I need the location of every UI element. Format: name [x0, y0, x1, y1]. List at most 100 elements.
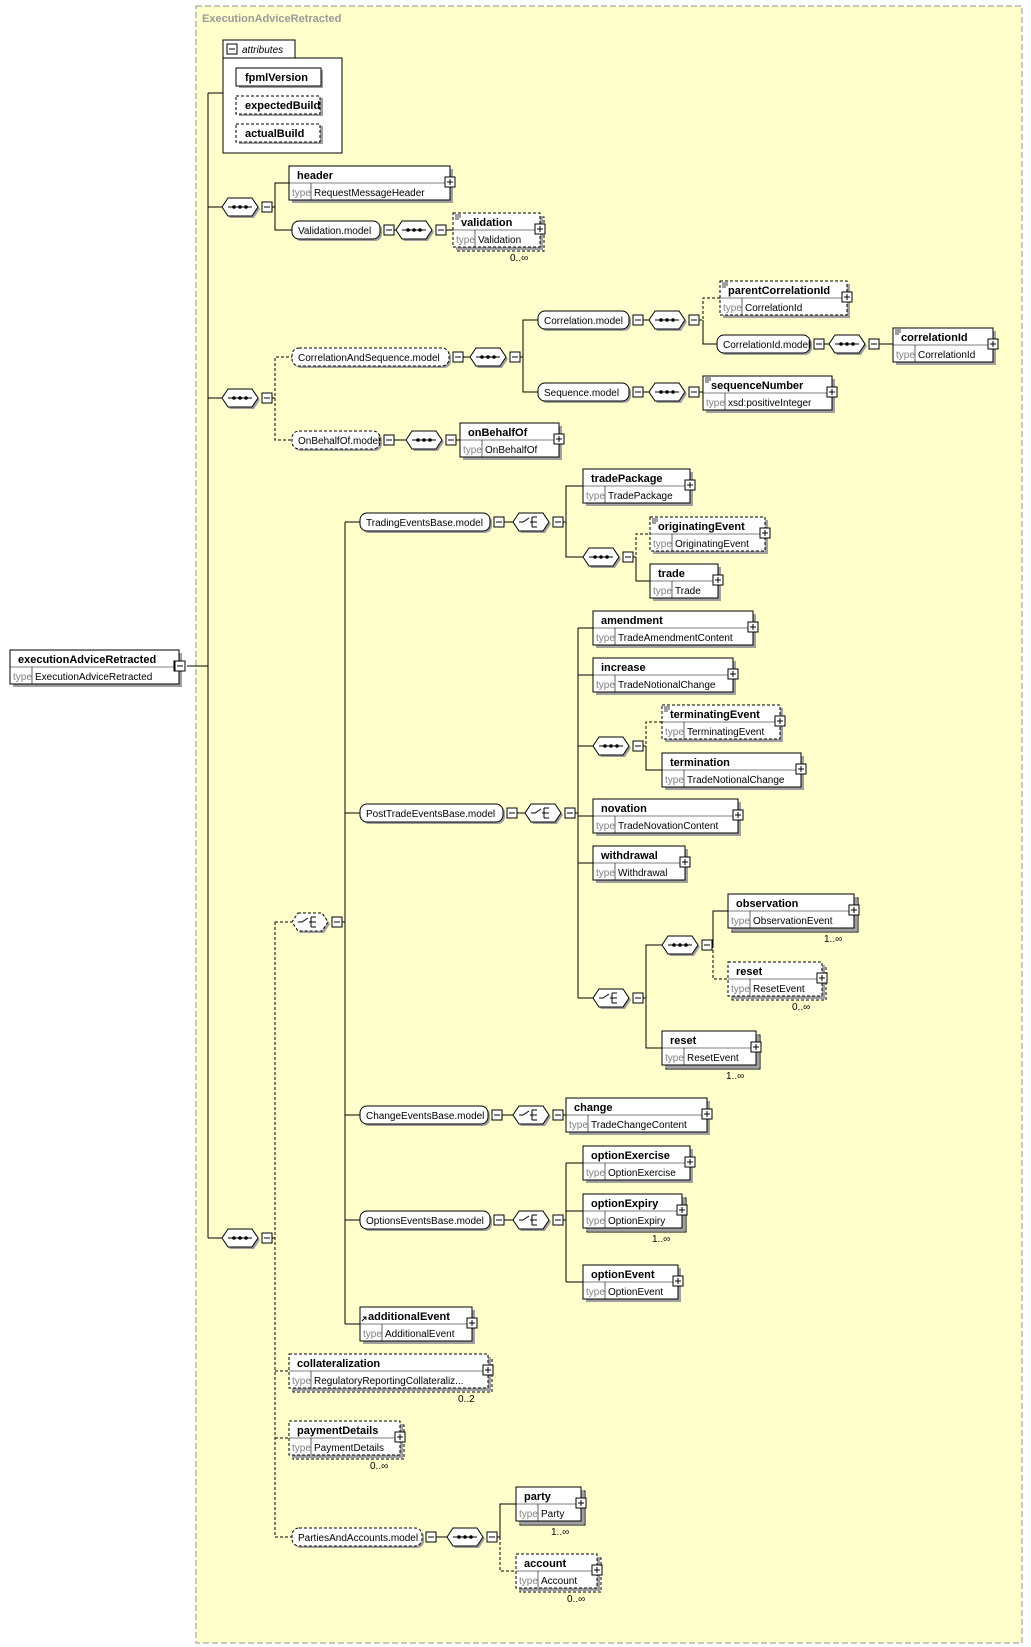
- collapse-compositor-icon[interactable]: [261, 201, 273, 213]
- collapse-group-icon[interactable]: [493, 1214, 505, 1226]
- expand-novation-icon[interactable]: [732, 809, 744, 821]
- expand-terminatingEvent-icon[interactable]: [774, 715, 786, 727]
- collapse-root-icon[interactable]: [174, 660, 186, 672]
- collapse-compositor-icon[interactable]: [445, 434, 457, 446]
- collapse-compositor-icon[interactable]: [688, 386, 700, 398]
- expand-correlationId-icon[interactable]: [987, 338, 999, 350]
- sequence-compositor-icon[interactable]: [221, 388, 260, 409]
- collapse-compositor-icon[interactable]: [486, 1531, 498, 1543]
- collapse-group-icon[interactable]: [452, 351, 464, 363]
- collapse-compositor-icon[interactable]: [632, 992, 644, 1004]
- sequence-compositor-icon[interactable]: [661, 935, 700, 956]
- sequence-compositor-icon[interactable]: [446, 1527, 485, 1548]
- collapse-compositor-icon[interactable]: [564, 807, 576, 819]
- expand-sequenceNumber-icon[interactable]: [826, 386, 838, 398]
- collapse-compositor-icon[interactable]: [688, 314, 700, 326]
- collapse-attributes-icon[interactable]: [226, 43, 238, 55]
- expand-additionalEvent-icon[interactable]: [466, 1317, 478, 1329]
- expand-trade-icon[interactable]: [712, 574, 724, 586]
- collapse-group-icon[interactable]: [813, 338, 825, 350]
- expand-header-icon[interactable]: [444, 176, 456, 188]
- collapse-group-icon[interactable]: [425, 1531, 437, 1543]
- sequence-compositor-icon[interactable]: [648, 382, 687, 403]
- collapse-compositor-icon[interactable]: [701, 939, 713, 951]
- sequence-compositor-icon[interactable]: [395, 220, 434, 241]
- collapse-group-icon[interactable]: [383, 434, 395, 446]
- sequence-compositor-icon[interactable]: [648, 310, 687, 331]
- sequence-compositor-icon[interactable]: [592, 736, 631, 757]
- collapse-compositor-icon[interactable]: [261, 392, 273, 404]
- expand-parentCorrelationId-icon[interactable]: [841, 291, 853, 303]
- attribute-expectedBuild[interactable]: expectedBuild: [235, 95, 323, 116]
- expand-change-icon[interactable]: [701, 1108, 713, 1120]
- choice-compositor-icon[interactable]: [524, 803, 563, 824]
- choice-compositor-icon[interactable]: [291, 912, 330, 933]
- collapse-group-icon[interactable]: [491, 1109, 503, 1121]
- group-PostTradeEventsBase.model[interactable]: PostTradeEventsBase.model: [359, 803, 505, 824]
- group-CorrelationId.model[interactable]: CorrelationId.model: [716, 334, 812, 355]
- expand-optionExercise-icon[interactable]: [684, 1156, 696, 1168]
- expand-collateralization-icon[interactable]: [482, 1364, 494, 1376]
- expand-tradePackage-icon[interactable]: [684, 479, 696, 491]
- sequence-compositor-icon[interactable]: [405, 430, 444, 451]
- expand-withdrawal-icon[interactable]: [679, 856, 691, 868]
- collapse-compositor-icon[interactable]: [868, 338, 880, 350]
- expand-paymentDetails-icon[interactable]: [394, 1431, 406, 1443]
- collapse-compositor-icon[interactable]: [509, 351, 521, 363]
- collapse-group-icon[interactable]: [632, 314, 644, 326]
- collapse-group-icon[interactable]: [493, 516, 505, 528]
- collapse-compositor-icon[interactable]: [331, 916, 343, 928]
- group-Sequence.model[interactable]: Sequence.model: [537, 382, 631, 403]
- collapse-compositor-icon[interactable]: [552, 1109, 564, 1121]
- sequence-compositor-icon[interactable]: [221, 197, 260, 218]
- sequence-compositor-icon[interactable]: [582, 547, 621, 568]
- choice-compositor-icon[interactable]: [512, 1210, 551, 1231]
- expand-termination-icon[interactable]: [795, 763, 807, 775]
- choice-compositor-icon[interactable]: [512, 1105, 551, 1126]
- expand-amendment-icon[interactable]: [747, 621, 759, 633]
- expand-observation-icon[interactable]: [848, 904, 860, 916]
- group-Correlation.model[interactable]: Correlation.model: [537, 310, 631, 331]
- collapse-compositor-icon[interactable]: [552, 1214, 564, 1226]
- attribute-fpmlVersion[interactable]: fpmlVersion: [235, 67, 323, 88]
- attribute-actualBuild[interactable]: actualBuild: [235, 123, 323, 144]
- expand-validation-icon[interactable]: [534, 223, 546, 235]
- expand-party-icon[interactable]: [575, 1497, 587, 1509]
- sequence-compositor-icon[interactable]: [221, 1228, 260, 1249]
- collapse-compositor-icon[interactable]: [435, 224, 447, 236]
- expand-reset-icon[interactable]: [750, 1041, 762, 1053]
- group-ChangeEventsBase.model[interactable]: ChangeEventsBase.model: [359, 1105, 490, 1126]
- expand-optionExpiry-icon[interactable]: [676, 1204, 688, 1216]
- expand-reset-icon[interactable]: [816, 972, 828, 984]
- collapse-group-icon[interactable]: [632, 386, 644, 398]
- expand-account-icon[interactable]: [591, 1564, 603, 1576]
- group-CorrelationAndSequence.model[interactable]: CorrelationAndSequence.model: [291, 347, 451, 368]
- collapse-compositor-icon[interactable]: [552, 516, 564, 528]
- choice-compositor-icon[interactable]: [512, 512, 551, 533]
